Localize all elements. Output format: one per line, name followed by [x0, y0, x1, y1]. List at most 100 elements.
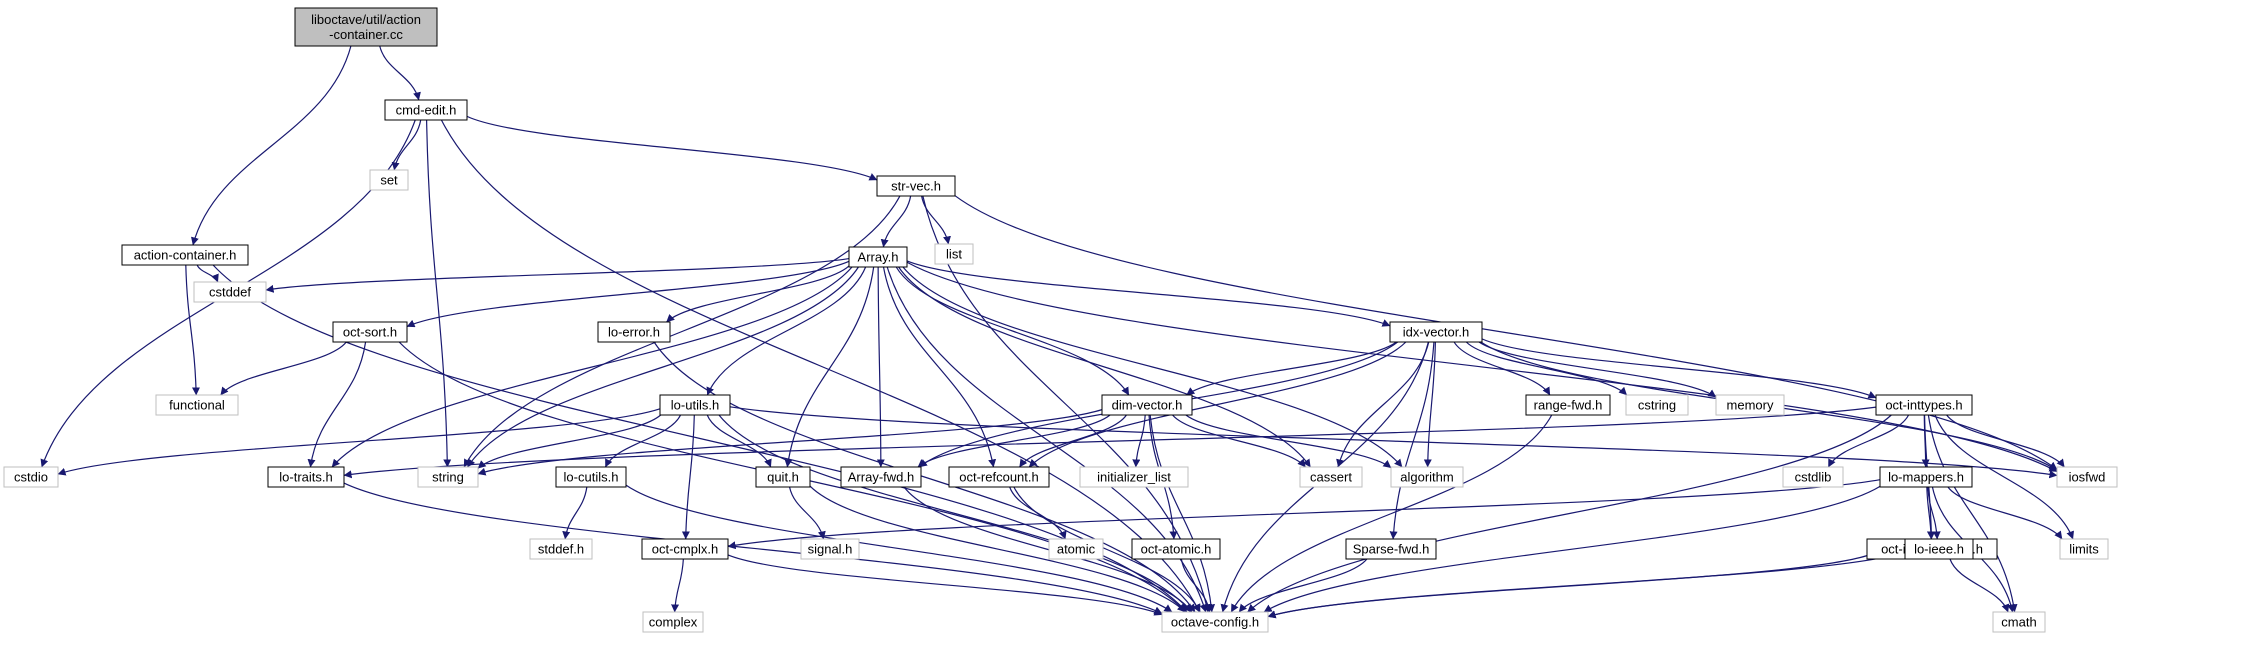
- node-label: cmath: [2001, 615, 2036, 630]
- node-box: [597, 321, 671, 343]
- edge-lo_utils-to-oct_cmplx: [681, 414, 695, 540]
- edge-lo_mappers-to-oct_cmplx: [727, 479, 1881, 550]
- node-box: [1715, 394, 1785, 416]
- node-label: dim-vector.h: [1112, 398, 1183, 413]
- node-box: [555, 466, 627, 488]
- node-sparse-fwd[interactable]: Sparse-fwd.h: [1345, 538, 1437, 560]
- node-array-h[interactable]: Array.h: [848, 246, 908, 268]
- edge-str_vec-to-array_h: [880, 195, 912, 248]
- edge-idx_vector-to-range_fwd: [1453, 341, 1551, 396]
- node-label: cassert: [1310, 470, 1352, 485]
- edge-lo_mappers-to-oct_inttypes_fwd: [1926, 486, 1935, 540]
- node-label: stddef.h: [538, 542, 584, 557]
- node-range-fwd[interactable]: range-fwd.h: [1525, 394, 1611, 416]
- edge-oct_inttypes-to-lo_traits: [343, 406, 1877, 479]
- node-cmath: cmath: [1992, 611, 2046, 633]
- node-label: memory: [1727, 398, 1774, 413]
- node-dim-vector[interactable]: dim-vector.h: [1101, 394, 1193, 416]
- edge-quit_h-to-octave_config: [809, 485, 1186, 613]
- edge-idx_vector-to-algorithm: [1423, 341, 1436, 468]
- node-box: [755, 466, 811, 488]
- node-label: oct-cmplx.h: [652, 542, 718, 557]
- node-label: set: [380, 173, 398, 188]
- node-cmd-edit[interactable]: cmd-edit.h: [384, 99, 468, 121]
- edge-lo_cutils-to-octave_config: [625, 484, 1173, 613]
- node-quit-h[interactable]: quit.h: [755, 466, 811, 488]
- node-box: [642, 611, 704, 633]
- node-box: [529, 538, 593, 560]
- node-box: [934, 243, 974, 265]
- edge-cmd_edit-to-string: [425, 119, 452, 468]
- edge-idx_vector-to-cstring: [1465, 341, 1628, 396]
- node-label: cstddef: [209, 285, 251, 300]
- node-cstring: cstring: [1625, 394, 1689, 416]
- edge-lo_utils-to-lo_cutils: [604, 414, 682, 468]
- node-box: [417, 466, 479, 488]
- node-lo-utils[interactable]: lo-utils.h: [659, 394, 731, 416]
- node-label: lo-ieee.h: [1914, 542, 1964, 557]
- node-lo-ieee[interactable]: lo-ieee.h: [1904, 538, 1974, 560]
- node-box: [848, 246, 908, 268]
- node-lo-mappers[interactable]: lo-mappers.h: [1879, 466, 1973, 488]
- node-box: [3, 466, 59, 488]
- node-oct-sort[interactable]: oct-sort.h: [332, 321, 408, 343]
- node-box: [840, 466, 922, 488]
- node-label: limits: [2069, 542, 2099, 557]
- node-action-container[interactable]: action-container.h: [121, 244, 249, 266]
- node-oct-refcount[interactable]: oct-refcount.h: [948, 466, 1050, 488]
- node-label: Array.h: [858, 250, 899, 265]
- node-set: set: [369, 169, 409, 191]
- edge-array_h-to-algorithm: [902, 266, 1403, 468]
- edge-array_h-to-idx_vector: [906, 260, 1391, 327]
- node-box: [876, 175, 956, 197]
- node-box: [369, 169, 409, 191]
- node-octave-config: octave-config.h: [1161, 611, 1269, 633]
- edge-idx_vector-to-oct_refcount: [1028, 341, 1407, 468]
- node-lo-cutils[interactable]: lo-cutils.h: [555, 466, 627, 488]
- node-box: [121, 244, 249, 266]
- edge-oct_inttypes-to-limits: [1934, 414, 2074, 540]
- node-box: [1904, 538, 1974, 560]
- node-label: range-fwd.h: [1534, 398, 1603, 413]
- edge-oct_inttypes-to-cmath: [1927, 414, 2018, 613]
- node-limits: limits: [2059, 538, 2109, 560]
- node-oct-inttypes[interactable]: oct-inttypes.h: [1875, 394, 1973, 416]
- edge-oct_sort-to-functional: [220, 341, 347, 396]
- edge-oct_cmplx-to-complex: [671, 558, 684, 613]
- node-atomic: atomic: [1048, 538, 1104, 560]
- node-label: cmd-edit.h: [396, 103, 457, 118]
- edge-lo_cutils-to-stddef_h: [562, 486, 588, 540]
- edge-dim_vector-to-string: [477, 409, 1103, 476]
- edge-lo_utils-to-quit_h: [706, 414, 772, 468]
- node-memory: memory: [1715, 394, 1785, 416]
- node-array-fwd[interactable]: Array-fwd.h: [840, 466, 922, 488]
- edge-cmd_edit-to-octave_config: [440, 119, 1201, 613]
- node-box: [1390, 466, 1464, 488]
- edge-cmd_edit-to-set: [391, 119, 422, 171]
- node-oct-cmplx[interactable]: oct-cmplx.h: [641, 538, 729, 560]
- node-label: Array-fwd.h: [848, 470, 914, 485]
- edge-lo_mappers-to-octave_config: [1263, 485, 1881, 613]
- node-label: oct-inttypes.h: [1885, 398, 1962, 413]
- node-box: [1389, 321, 1483, 343]
- edge-lo_utils-to-string: [477, 414, 662, 469]
- edge-dim_vector-to-algorithm: [1185, 414, 1392, 469]
- edge-dim_vector-to-cassert: [1172, 414, 1306, 468]
- edge-dim_vector-to-octave_config: [1149, 414, 1216, 613]
- node-lo-error[interactable]: lo-error.h: [597, 321, 671, 343]
- node-label: liboctave/util/action: [311, 12, 421, 27]
- edge-array_h-to-cassert: [898, 266, 1311, 468]
- edge-array_h-to-oct_refcount: [882, 266, 997, 468]
- edge-idx_vector-to-cassert: [1336, 341, 1430, 468]
- node-idx-vector[interactable]: idx-vector.h: [1389, 321, 1483, 343]
- edge-oct_sort-to-lo_traits: [307, 341, 367, 468]
- node-label: str-vec.h: [891, 179, 941, 194]
- node-cstddef: cstddef: [193, 281, 267, 303]
- node-label: signal.h: [808, 542, 853, 557]
- node-oct-atomic[interactable]: oct-atomic.h: [1131, 538, 1221, 560]
- node-box: [294, 7, 438, 47]
- node-lo-traits[interactable]: lo-traits.h: [267, 466, 345, 488]
- edge-array_h-to-dim_vector: [895, 266, 1130, 396]
- node-label: cstring: [1638, 398, 1676, 413]
- node-str-vec[interactable]: str-vec.h: [876, 175, 956, 197]
